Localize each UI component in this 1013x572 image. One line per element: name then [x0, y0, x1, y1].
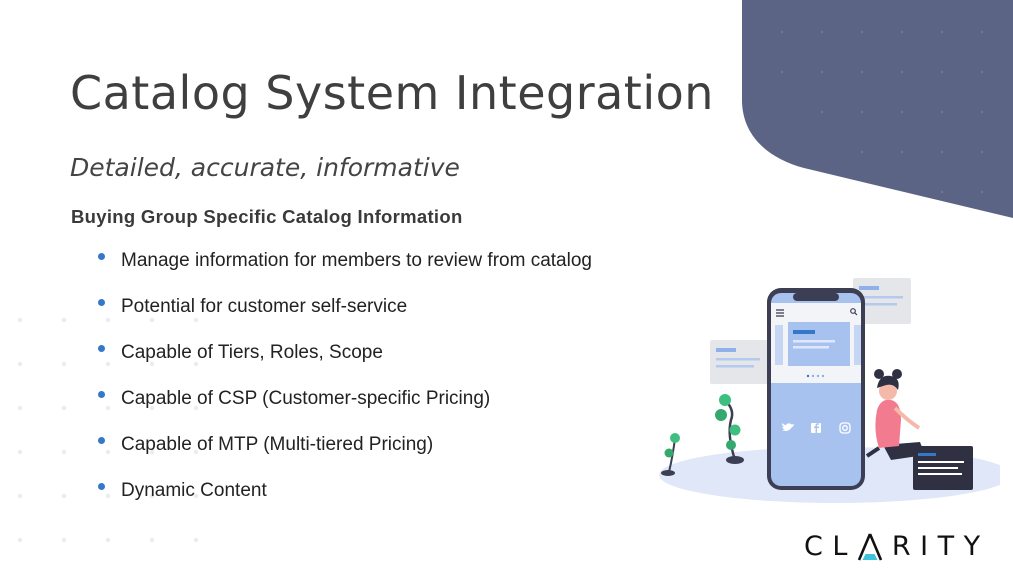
- bullet-item: Capable of CSP (Customer-specific Pricin…: [96, 385, 592, 431]
- plant-left: [661, 433, 680, 476]
- bullet-item: Capable of MTP (Multi-tiered Pricing): [96, 431, 592, 477]
- bullet-text: Potential for customer self-service: [121, 296, 408, 317]
- logo-text-end: RITY: [891, 531, 990, 562]
- plant-tall: [715, 394, 744, 464]
- slide-title: Catalog System Integration: [70, 66, 714, 120]
- mobile-app-illustration: [659, 278, 1000, 503]
- bullet-text: Manage information for members to review…: [121, 250, 592, 271]
- bullet-text: Dynamic Content: [121, 480, 267, 501]
- bullet-item: Capable of Tiers, Roles, Scope: [96, 339, 592, 385]
- section-heading: Buying Group Specific Catalog Informatio…: [71, 206, 463, 227]
- phone-mockup: [767, 288, 865, 490]
- bullet-dot: [98, 391, 105, 398]
- clarity-logo: CL RITY: [804, 530, 990, 564]
- bullet-item: Potential for customer self-service: [96, 293, 592, 339]
- search-icon: [850, 308, 858, 316]
- bullet-item: Dynamic Content: [96, 477, 592, 523]
- bullet-item: Manage information for members to review…: [96, 247, 592, 293]
- floating-card-left: [710, 340, 768, 384]
- bullet-text: Capable of CSP (Customer-specific Pricin…: [121, 388, 491, 409]
- hamburger-menu-icon: [776, 309, 784, 317]
- bullet-dot: [98, 483, 105, 490]
- bullet-text: Capable of MTP (Multi-tiered Pricing): [121, 434, 434, 455]
- logo-a-triangle-icon: [857, 533, 883, 561]
- corner-decoration-shape: [742, 0, 1013, 218]
- instagram-icon: [839, 422, 851, 434]
- twitter-icon: [782, 423, 794, 431]
- bullet-dot: [98, 345, 105, 352]
- bullet-text: Capable of Tiers, Roles, Scope: [121, 342, 383, 363]
- logo-text-start: CL: [804, 531, 857, 562]
- background-dot-grid: [17, 317, 199, 543]
- person-figure: [865, 369, 925, 460]
- slide-subtitle: Detailed, accurate, informative: [70, 153, 460, 182]
- bullet-dot: [98, 253, 105, 260]
- laptop: [913, 446, 973, 490]
- bullet-dot: [98, 299, 105, 306]
- bullet-dot: [98, 437, 105, 444]
- floating-card-right: [853, 278, 911, 324]
- bullet-list: Manage information for members to review…: [96, 247, 592, 523]
- facebook-icon: [811, 423, 821, 433]
